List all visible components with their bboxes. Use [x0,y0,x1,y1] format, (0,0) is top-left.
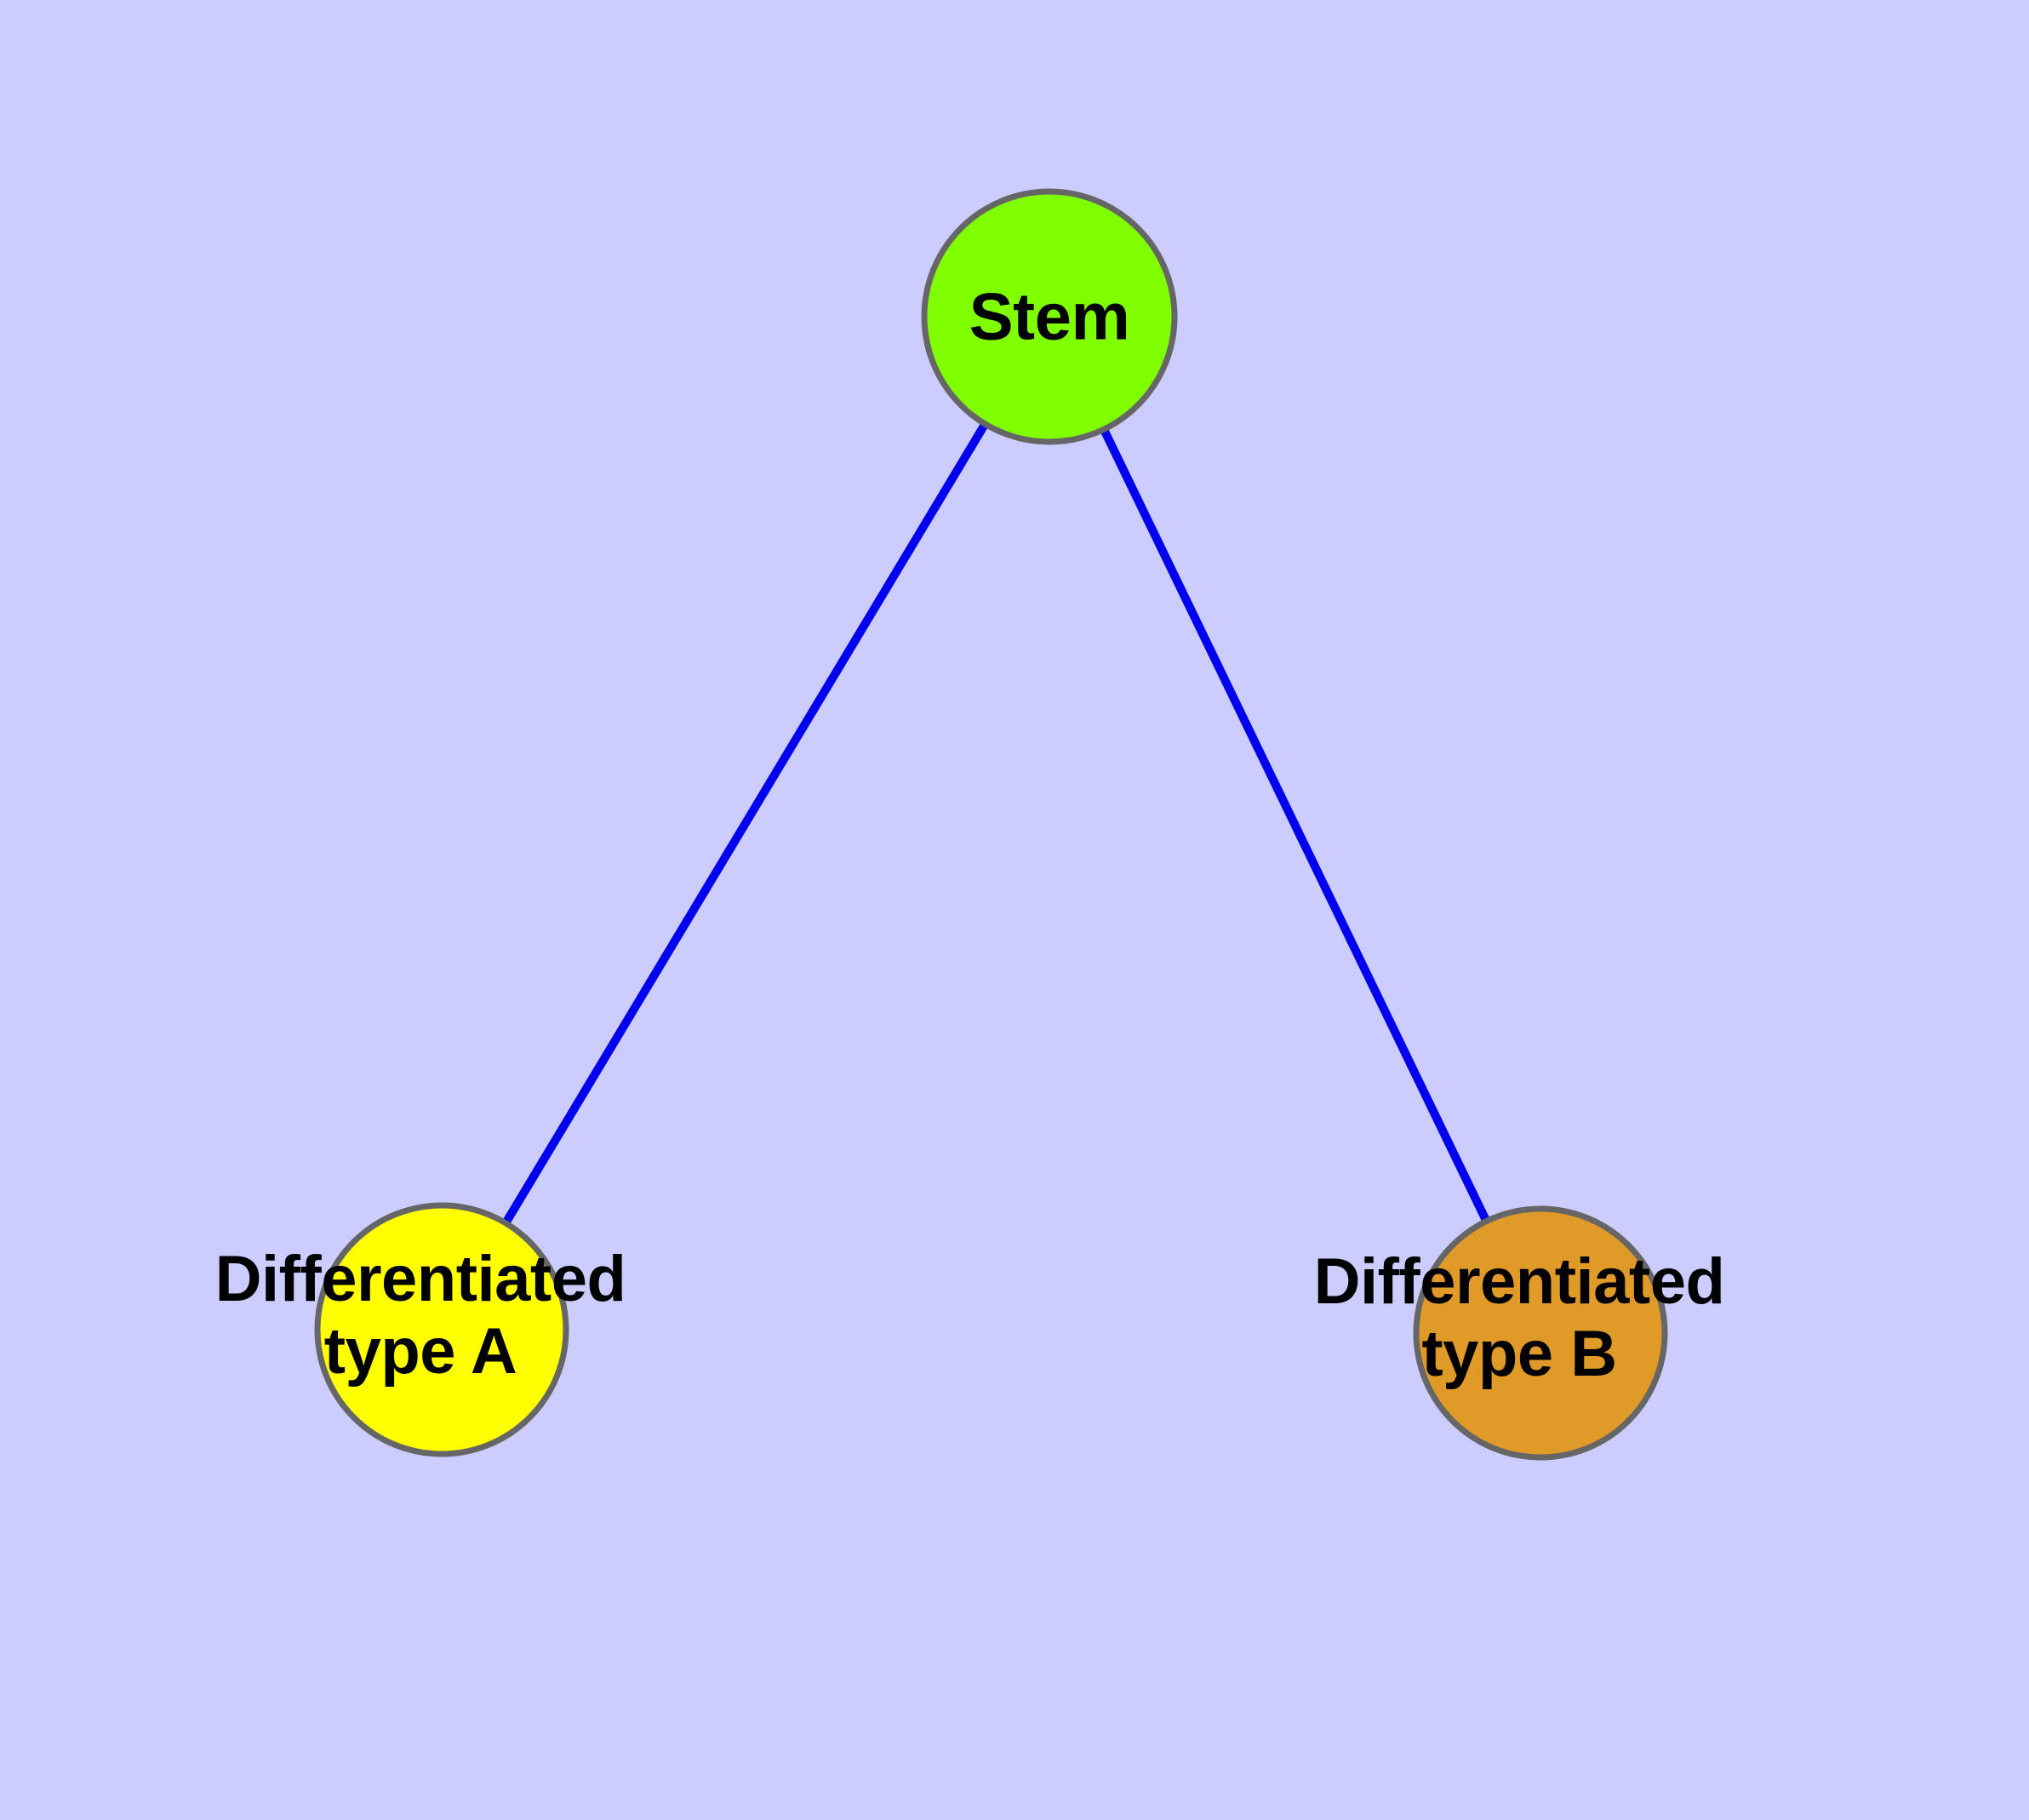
edge-stem-to-diff_b [1098,424,1492,1227]
node-stem[interactable] [921,188,1178,445]
edge-stem-to-diff_a [500,419,991,1228]
node-diff_a[interactable] [314,1202,569,1457]
node-diff_b[interactable] [1413,1205,1668,1461]
nodes-layer [314,188,1668,1461]
edges-layer [500,419,1492,1228]
